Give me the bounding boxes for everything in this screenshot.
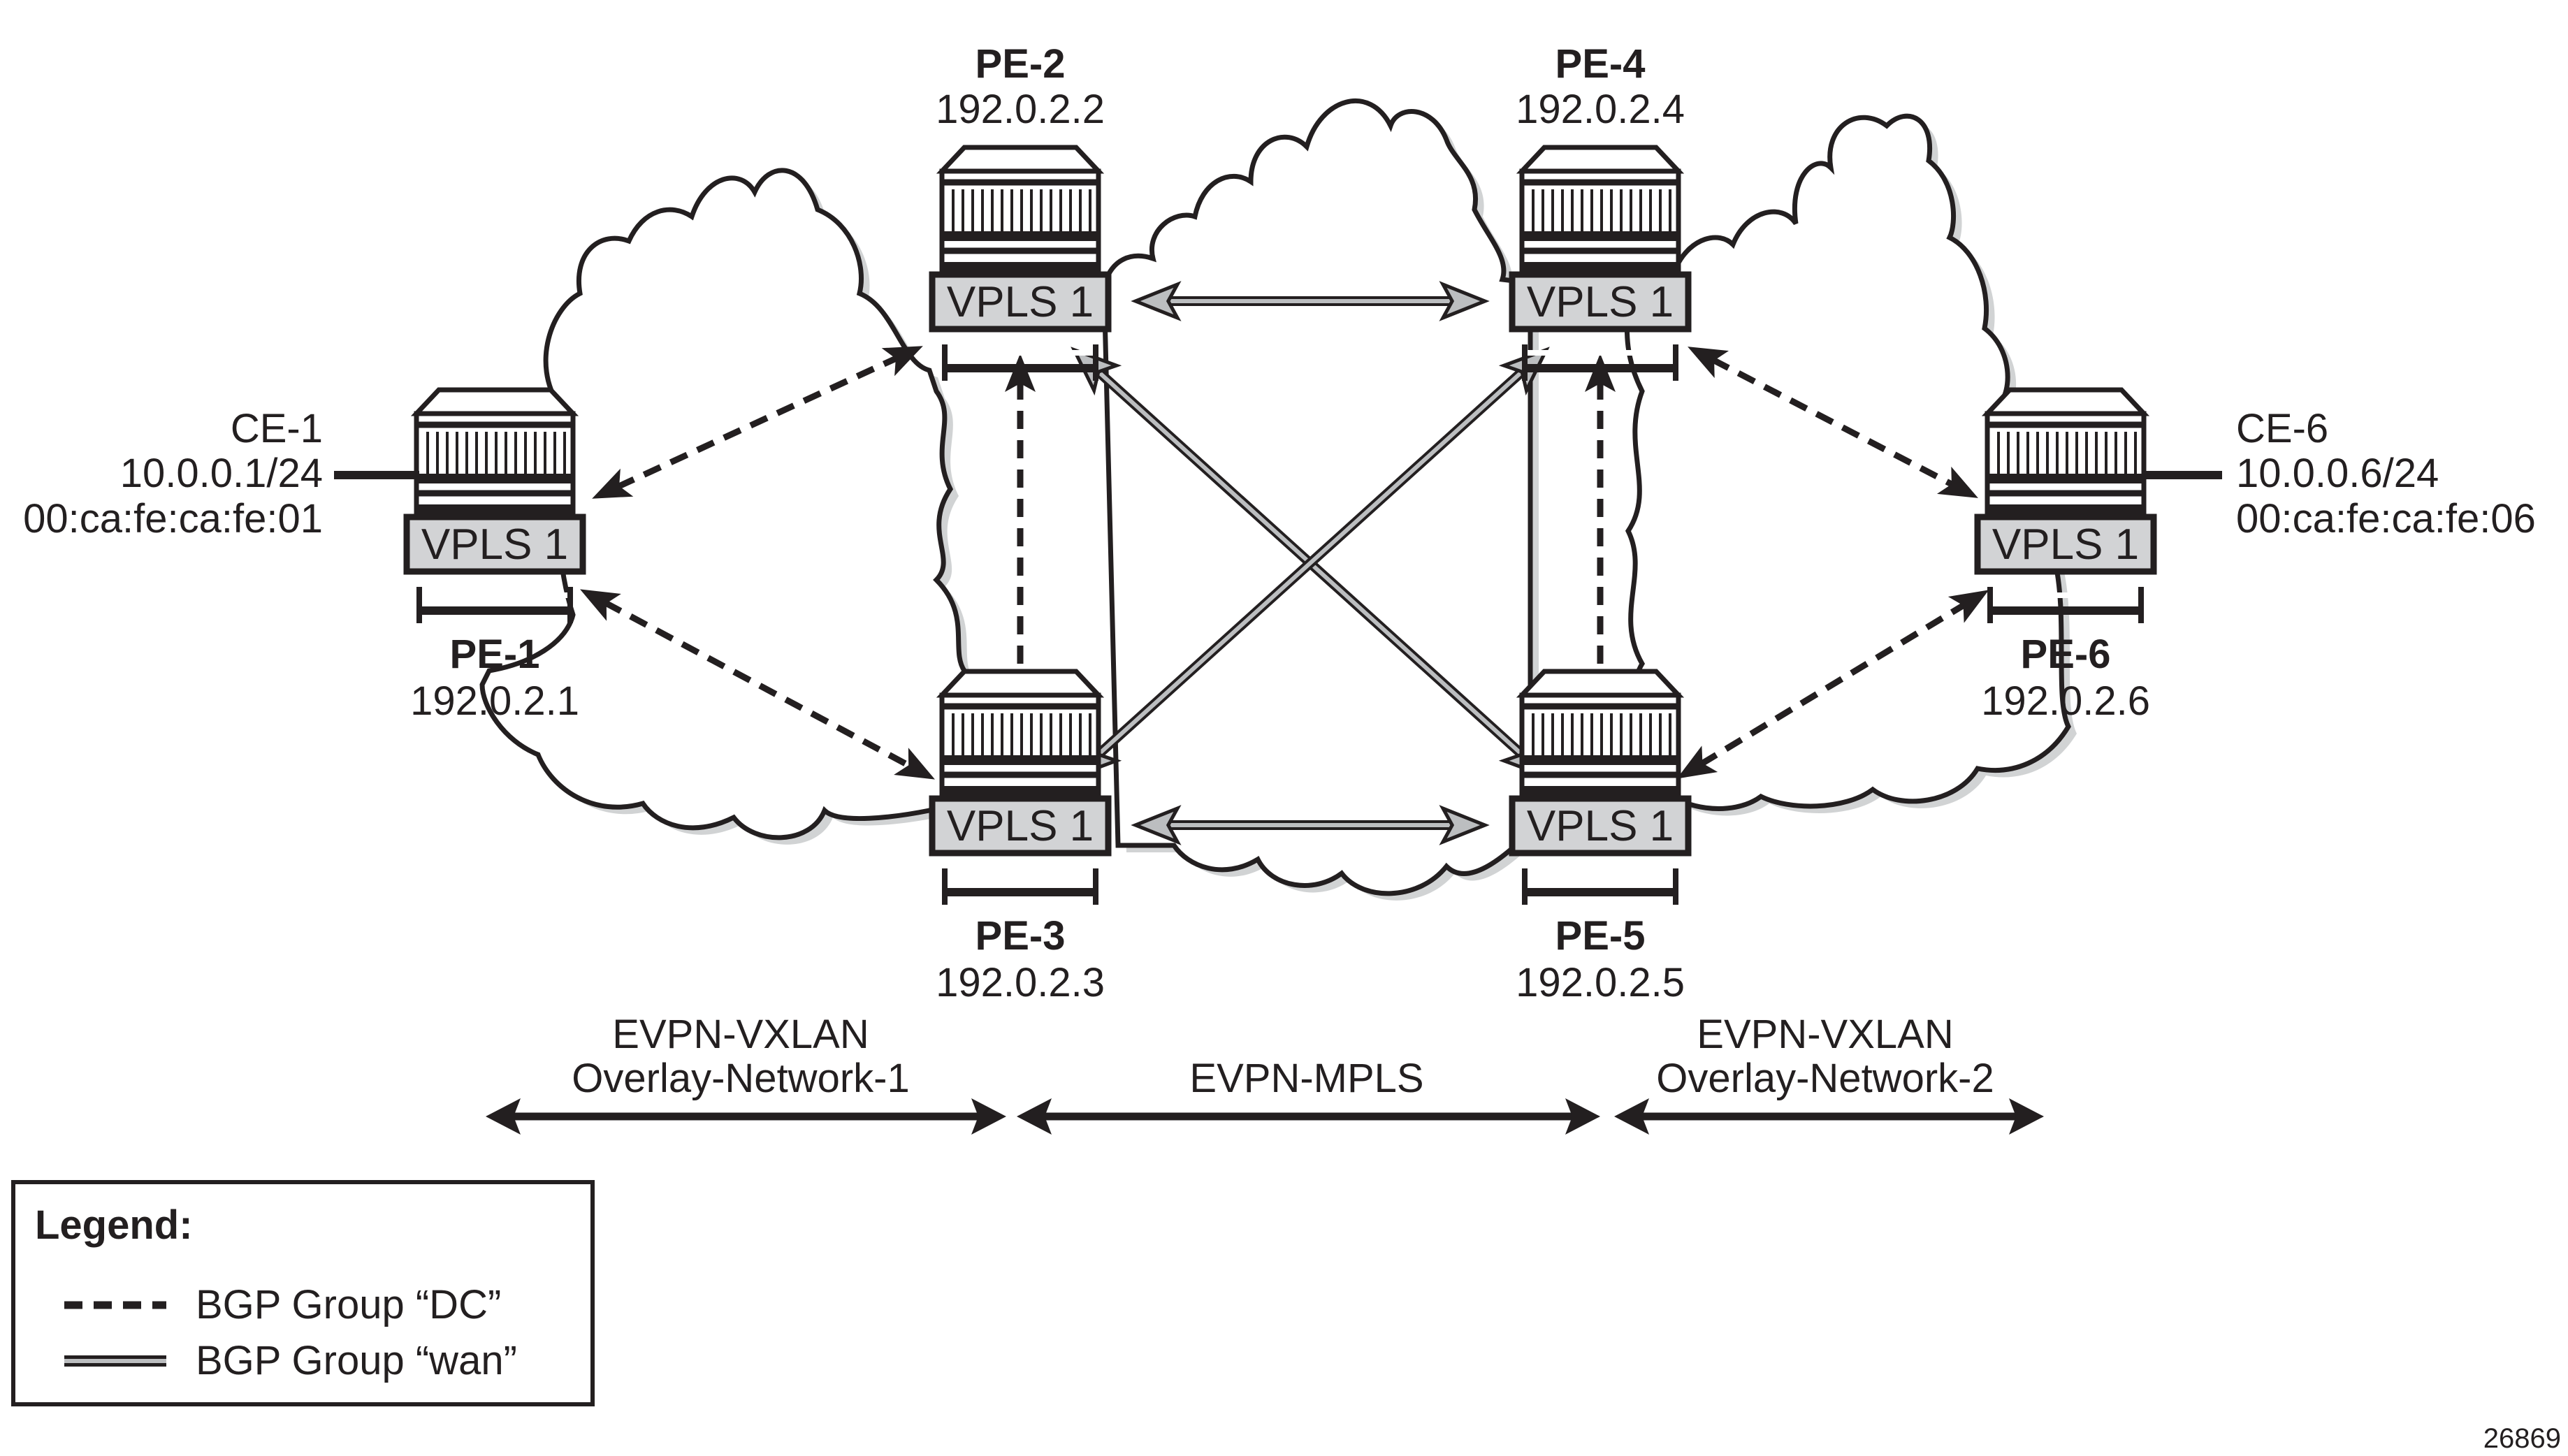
vpls-box: [1509, 795, 1692, 857]
cloud-dc-2: [1624, 113, 2077, 816]
router-ip: 192.0.2.2: [936, 87, 1105, 132]
span-arrow-left: [1017, 1098, 1052, 1135]
legend: Legend: BGP Group “DC” BGP Group “wan”: [11, 1180, 595, 1406]
dc-session-PE-1-PE-2: [616, 354, 899, 490]
legend-wan-label: BGP Group “wan”: [196, 1338, 517, 1383]
vpls-box: [1509, 271, 1692, 333]
router-name: PE-5: [1555, 913, 1646, 959]
arrow-head: [1947, 590, 1989, 623]
ce-6-label: CE-6 10.0.0.6/24 00:ca:fe:ca:fe:06: [2144, 406, 2536, 541]
span-arrow-left: [1614, 1098, 1649, 1135]
arrow-head: [894, 748, 935, 780]
legend-title: Legend:: [35, 1202, 193, 1248]
router-icon: [942, 671, 1098, 905]
arrow-head: [1688, 347, 1729, 379]
arrow-head: [1439, 805, 1490, 845]
arrow-head: [1005, 354, 1036, 392]
domain-1-line2: Overlay-Network-1: [572, 1056, 909, 1101]
domain-3-line2: Overlay-Network-2: [1656, 1056, 1994, 1101]
router-ip: 192.0.2.5: [1516, 960, 1685, 1005]
domain-overlay-1: EVPN-VXLAN Overlay-Network-1: [486, 1012, 1006, 1135]
dc-session-PE-5-PE-6: [1699, 602, 1967, 767]
arrow-head: [881, 346, 923, 377]
vpls-label: VPLS 1: [1527, 802, 1674, 850]
router-ip: 192.0.2.4: [1516, 87, 1685, 132]
router-icon: [416, 390, 573, 623]
cloud-mpls: [1101, 98, 1539, 901]
wan-session-PE-3-PE-4: [1094, 367, 1527, 759]
ce-1-name: CE-1: [231, 406, 323, 451]
domain-evpn-mpls: EVPN-MPLS: [1017, 1056, 1600, 1135]
span-arrow-left: [486, 1098, 521, 1135]
domain-3-line1: EVPN-VXLAN: [1697, 1012, 1953, 1057]
router-name: PE-1: [450, 632, 540, 677]
vpls-box: [403, 514, 586, 575]
arrow-head: [1439, 281, 1490, 321]
ce-6-mac: 00:ca:fe:ca:fe:06: [2236, 496, 2536, 541]
cloud-dc-1: [479, 168, 994, 845]
router-name: PE-4: [1555, 41, 1646, 87]
legend-dc-label: BGP Group “DC”: [196, 1282, 501, 1327]
figure-id: 26869: [2483, 1423, 2561, 1454]
arrow-head: [1585, 354, 1616, 392]
vpls-label: VPLS 1: [947, 278, 1094, 326]
router-name: PE-6: [2021, 632, 2111, 677]
arrow-head: [1936, 466, 1978, 498]
arrow-head: [1131, 805, 1182, 845]
network-clouds: [479, 98, 2077, 901]
domain-1-line1: EVPN-VXLAN: [612, 1012, 869, 1057]
router-name: PE-2: [975, 41, 1066, 87]
ce-6-ip: 10.0.0.6/24: [2236, 451, 2439, 496]
ce-1-ip: 10.0.0.1/24: [120, 451, 323, 496]
span-arrow-right: [2009, 1098, 2044, 1135]
vpls-label: VPLS 1: [1992, 520, 2139, 569]
arrow-head: [1131, 281, 1182, 321]
vpls-box: [1974, 514, 2157, 575]
arrow-head: [580, 589, 621, 621]
arrow-head: [1676, 745, 1718, 779]
vpls-box: [929, 271, 1112, 333]
router-ip: 192.0.2.6: [1981, 678, 2150, 724]
span-arrow-right: [971, 1098, 1006, 1135]
arrow-head: [592, 468, 634, 499]
vpls-box: [929, 795, 1112, 857]
ce-6-name: CE-6: [2236, 406, 2328, 451]
router-icon: [1522, 671, 1678, 905]
router-name: PE-3: [975, 913, 1066, 959]
dc-session-PE-4-PE-6: [1711, 356, 1955, 488]
domain-2-line1: EVPN-MPLS: [1189, 1056, 1423, 1101]
router-icon: [942, 147, 1098, 381]
domain-overlay-2: EVPN-VXLAN Overlay-Network-2: [1614, 1012, 2044, 1135]
ce-1-mac: 00:ca:fe:ca:fe:01: [23, 496, 323, 541]
ce-1-label: CE-1 10.0.0.1/24 00:ca:fe:ca:fe:01: [23, 406, 419, 541]
vpls-label: VPLS 1: [1527, 278, 1674, 326]
vpls-label: VPLS 1: [947, 802, 1094, 850]
span-arrow-right: [1565, 1098, 1600, 1135]
router-ip: 192.0.2.3: [936, 960, 1105, 1005]
router-ip: 192.0.2.1: [410, 678, 579, 724]
vpls-label: VPLS 1: [421, 520, 568, 569]
